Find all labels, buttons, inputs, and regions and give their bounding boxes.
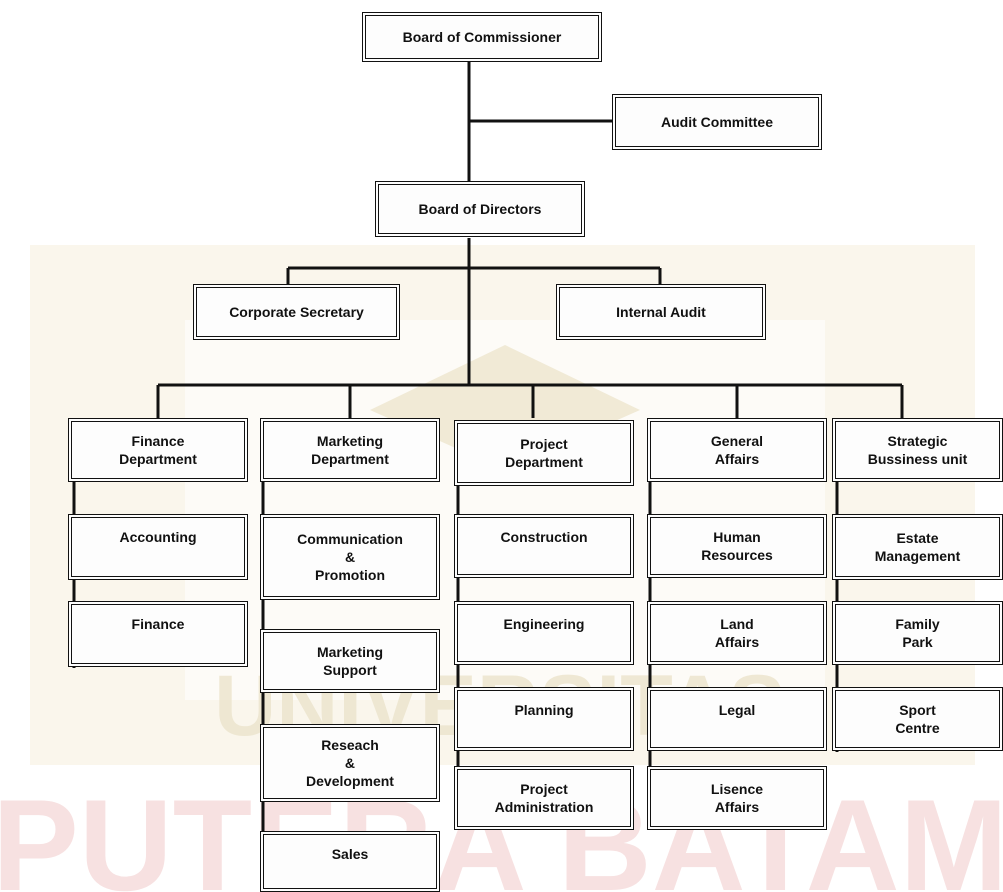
node-finance: Finance bbox=[68, 601, 248, 667]
node-label: Legal bbox=[718, 702, 756, 718]
node-label: Human Resources bbox=[701, 529, 773, 563]
node-estate-management: Estate Management bbox=[832, 514, 1003, 580]
node-research-development: Reseach & Development bbox=[260, 724, 440, 802]
node-marketing-support: Marketing Support bbox=[260, 629, 440, 693]
node-board-of-commissioner: Board of Commissioner bbox=[362, 12, 602, 62]
node-finance-department: Finance Department bbox=[68, 418, 248, 482]
node-corporate-secretary: Corporate Secretary bbox=[193, 284, 400, 340]
node-label: Accounting bbox=[119, 529, 197, 545]
node-label: Estate Management bbox=[874, 530, 961, 564]
node-label: Marketing Support bbox=[316, 644, 384, 678]
node-label: Planning bbox=[514, 702, 574, 718]
node-label: Communication & Promotion bbox=[297, 531, 403, 583]
node-label: Internal Audit bbox=[616, 304, 706, 320]
node-label: Family Park bbox=[895, 616, 940, 650]
node-label: Project Administration bbox=[494, 781, 594, 815]
node-label: Project Department bbox=[505, 436, 583, 470]
node-label: Strategic Bussiness unit bbox=[867, 433, 968, 467]
node-planning: Planning bbox=[454, 687, 634, 751]
node-label: Corporate Secretary bbox=[229, 304, 364, 320]
node-audit-committee: Audit Committee bbox=[612, 94, 822, 150]
node-label: General Affairs bbox=[710, 433, 764, 467]
node-label: Lisence Affairs bbox=[710, 781, 764, 815]
node-label: Sales bbox=[331, 846, 369, 862]
node-land-affairs: Land Affairs bbox=[647, 601, 827, 665]
node-human-resources: Human Resources bbox=[647, 514, 827, 578]
node-strategic-business-unit: Strategic Bussiness unit bbox=[832, 418, 1003, 482]
node-board-of-directors: Board of Directors bbox=[375, 181, 585, 237]
node-communication-promotion: Communication & Promotion bbox=[260, 514, 440, 600]
node-internal-audit: Internal Audit bbox=[556, 284, 766, 340]
node-construction: Construction bbox=[454, 514, 634, 578]
node-family-park: Family Park bbox=[832, 601, 1003, 665]
node-sport-centre: Sport Centre bbox=[832, 687, 1003, 751]
node-label: Finance Department bbox=[119, 433, 197, 467]
node-engineering: Engineering bbox=[454, 601, 634, 665]
node-label: Audit Committee bbox=[661, 114, 773, 130]
node-legal: Legal bbox=[647, 687, 827, 751]
node-marketing-department: Marketing Department bbox=[260, 418, 440, 482]
node-label: Marketing Department bbox=[311, 433, 389, 467]
node-label: Board of Commissioner bbox=[402, 29, 562, 45]
node-label: Sport Centre bbox=[895, 702, 940, 736]
node-label: Land Affairs bbox=[714, 616, 760, 650]
node-label: Engineering bbox=[503, 616, 585, 632]
node-general-affairs: General Affairs bbox=[647, 418, 827, 482]
node-label: Board of Directors bbox=[418, 201, 542, 217]
node-project-department: Project Department bbox=[454, 420, 634, 486]
node-project-administration: Project Administration bbox=[454, 766, 634, 830]
node-lisence-affairs: Lisence Affairs bbox=[647, 766, 827, 830]
node-label: Construction bbox=[500, 529, 588, 545]
node-sales: Sales bbox=[260, 831, 440, 892]
node-label: Finance bbox=[131, 616, 185, 632]
node-accounting: Accounting bbox=[68, 514, 248, 580]
node-label: Reseach & Development bbox=[306, 737, 394, 789]
